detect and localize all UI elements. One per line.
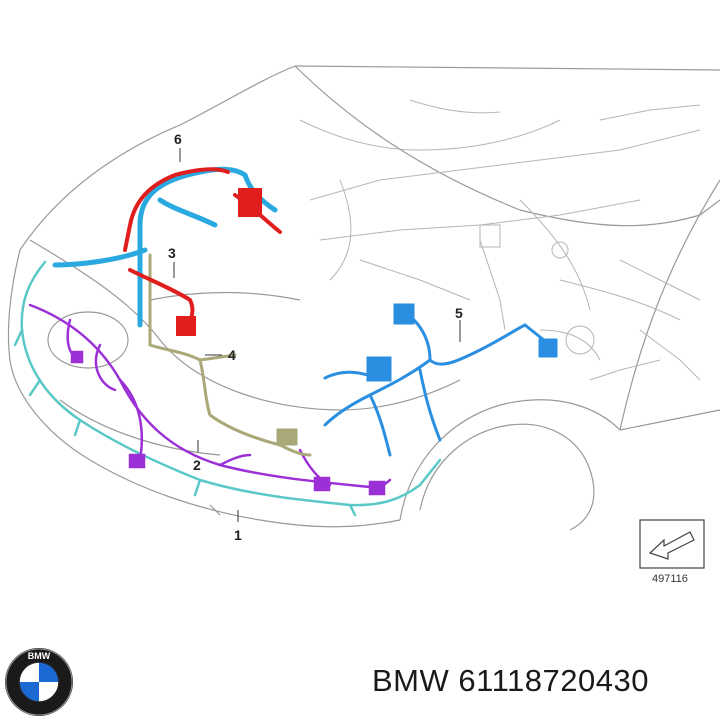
bmw-logo: BMW — [5, 648, 73, 716]
part-number: 61118720430 — [458, 663, 649, 698]
part-title: BMW 61118720430 — [372, 663, 649, 699]
reference-box: 497116 — [639, 519, 705, 585]
harness-2 — [28, 303, 392, 496]
harness-5 — [323, 303, 558, 457]
harness-4 — [148, 253, 312, 457]
arrow-icon — [648, 531, 695, 560]
brand-name: BMW — [372, 663, 450, 698]
callout-3: 3 — [168, 245, 176, 261]
callout-5: 5 — [455, 305, 463, 321]
callout-6: 6 — [174, 131, 182, 147]
callout-2: 2 — [193, 457, 201, 473]
car-body-outline — [7, 65, 720, 531]
engine-bay-linework — [299, 99, 701, 381]
callout-leaders — [173, 148, 461, 522]
callout-1: 1 — [234, 527, 242, 543]
logo-lettering: BMW — [28, 651, 51, 661]
reference-code: 497116 — [652, 573, 688, 585]
callout-4: 4 — [228, 347, 236, 363]
harness-3 — [123, 167, 282, 336]
